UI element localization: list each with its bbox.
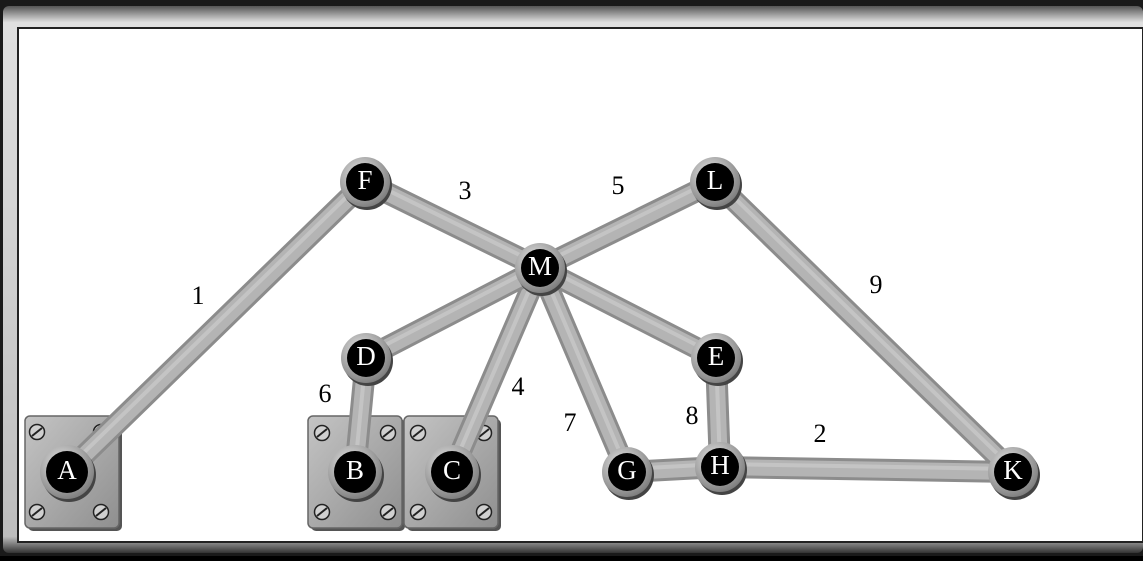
- joint-e: E: [691, 333, 743, 386]
- joint-label-a: A: [57, 455, 77, 485]
- joint-label-d: D: [356, 341, 376, 371]
- link-labels: 1 2 3 4 5 6 7 8 9: [192, 171, 883, 448]
- screw-icon: [379, 424, 397, 442]
- link-a-f: [56, 171, 376, 483]
- link-label-1: 1: [192, 281, 205, 310]
- joint-label-m: M: [528, 251, 552, 281]
- screw-icon: [313, 503, 331, 521]
- link-label-8: 8: [686, 401, 699, 430]
- link-label-5: 5: [612, 171, 625, 200]
- joint-label-e: E: [708, 341, 725, 371]
- link-m-l: [529, 171, 726, 279]
- joint-label-c: C: [443, 455, 461, 485]
- link-m-g: [529, 257, 638, 483]
- joint-m: M: [515, 243, 567, 296]
- joint-a: A: [40, 445, 96, 502]
- screw-icon: [379, 503, 397, 521]
- link-label-4: 4: [512, 372, 525, 401]
- link-f-m: [354, 171, 551, 279]
- screw-icon: [92, 503, 110, 521]
- joint-k: K: [988, 447, 1040, 500]
- link-l-k: [704, 171, 1024, 483]
- joints: A B C D E F G H K L M: [40, 157, 1040, 502]
- link-m-e: [529, 257, 727, 369]
- links: [56, 171, 1024, 483]
- link-label-2: 2: [814, 419, 827, 448]
- joint-g: G: [602, 447, 654, 500]
- screw-icon: [313, 424, 331, 442]
- screw-icon: [28, 423, 46, 441]
- screw-icon: [409, 503, 427, 521]
- joint-label-b: B: [346, 455, 364, 485]
- joint-label-f: F: [357, 165, 372, 195]
- joint-d: D: [341, 333, 393, 386]
- joint-l: L: [690, 157, 742, 210]
- link-label-6: 6: [319, 379, 332, 408]
- joint-h: H: [695, 442, 747, 495]
- joint-label-h: H: [710, 450, 730, 480]
- joint-label-g: G: [617, 455, 637, 485]
- link-m-d: [355, 257, 551, 369]
- joint-label-k: K: [1003, 455, 1023, 485]
- screw-icon: [28, 503, 46, 521]
- link-label-3: 3: [459, 176, 472, 205]
- joint-f: F: [340, 157, 392, 210]
- joint-c: C: [425, 445, 481, 502]
- link-label-9: 9: [870, 270, 883, 299]
- screw-icon: [475, 503, 493, 521]
- joint-b: B: [328, 445, 384, 502]
- link-label-7: 7: [564, 408, 577, 437]
- link-h-k: [709, 456, 1024, 483]
- joint-label-l: L: [707, 165, 724, 195]
- link-c-m: [441, 257, 551, 483]
- screw-icon: [409, 424, 427, 442]
